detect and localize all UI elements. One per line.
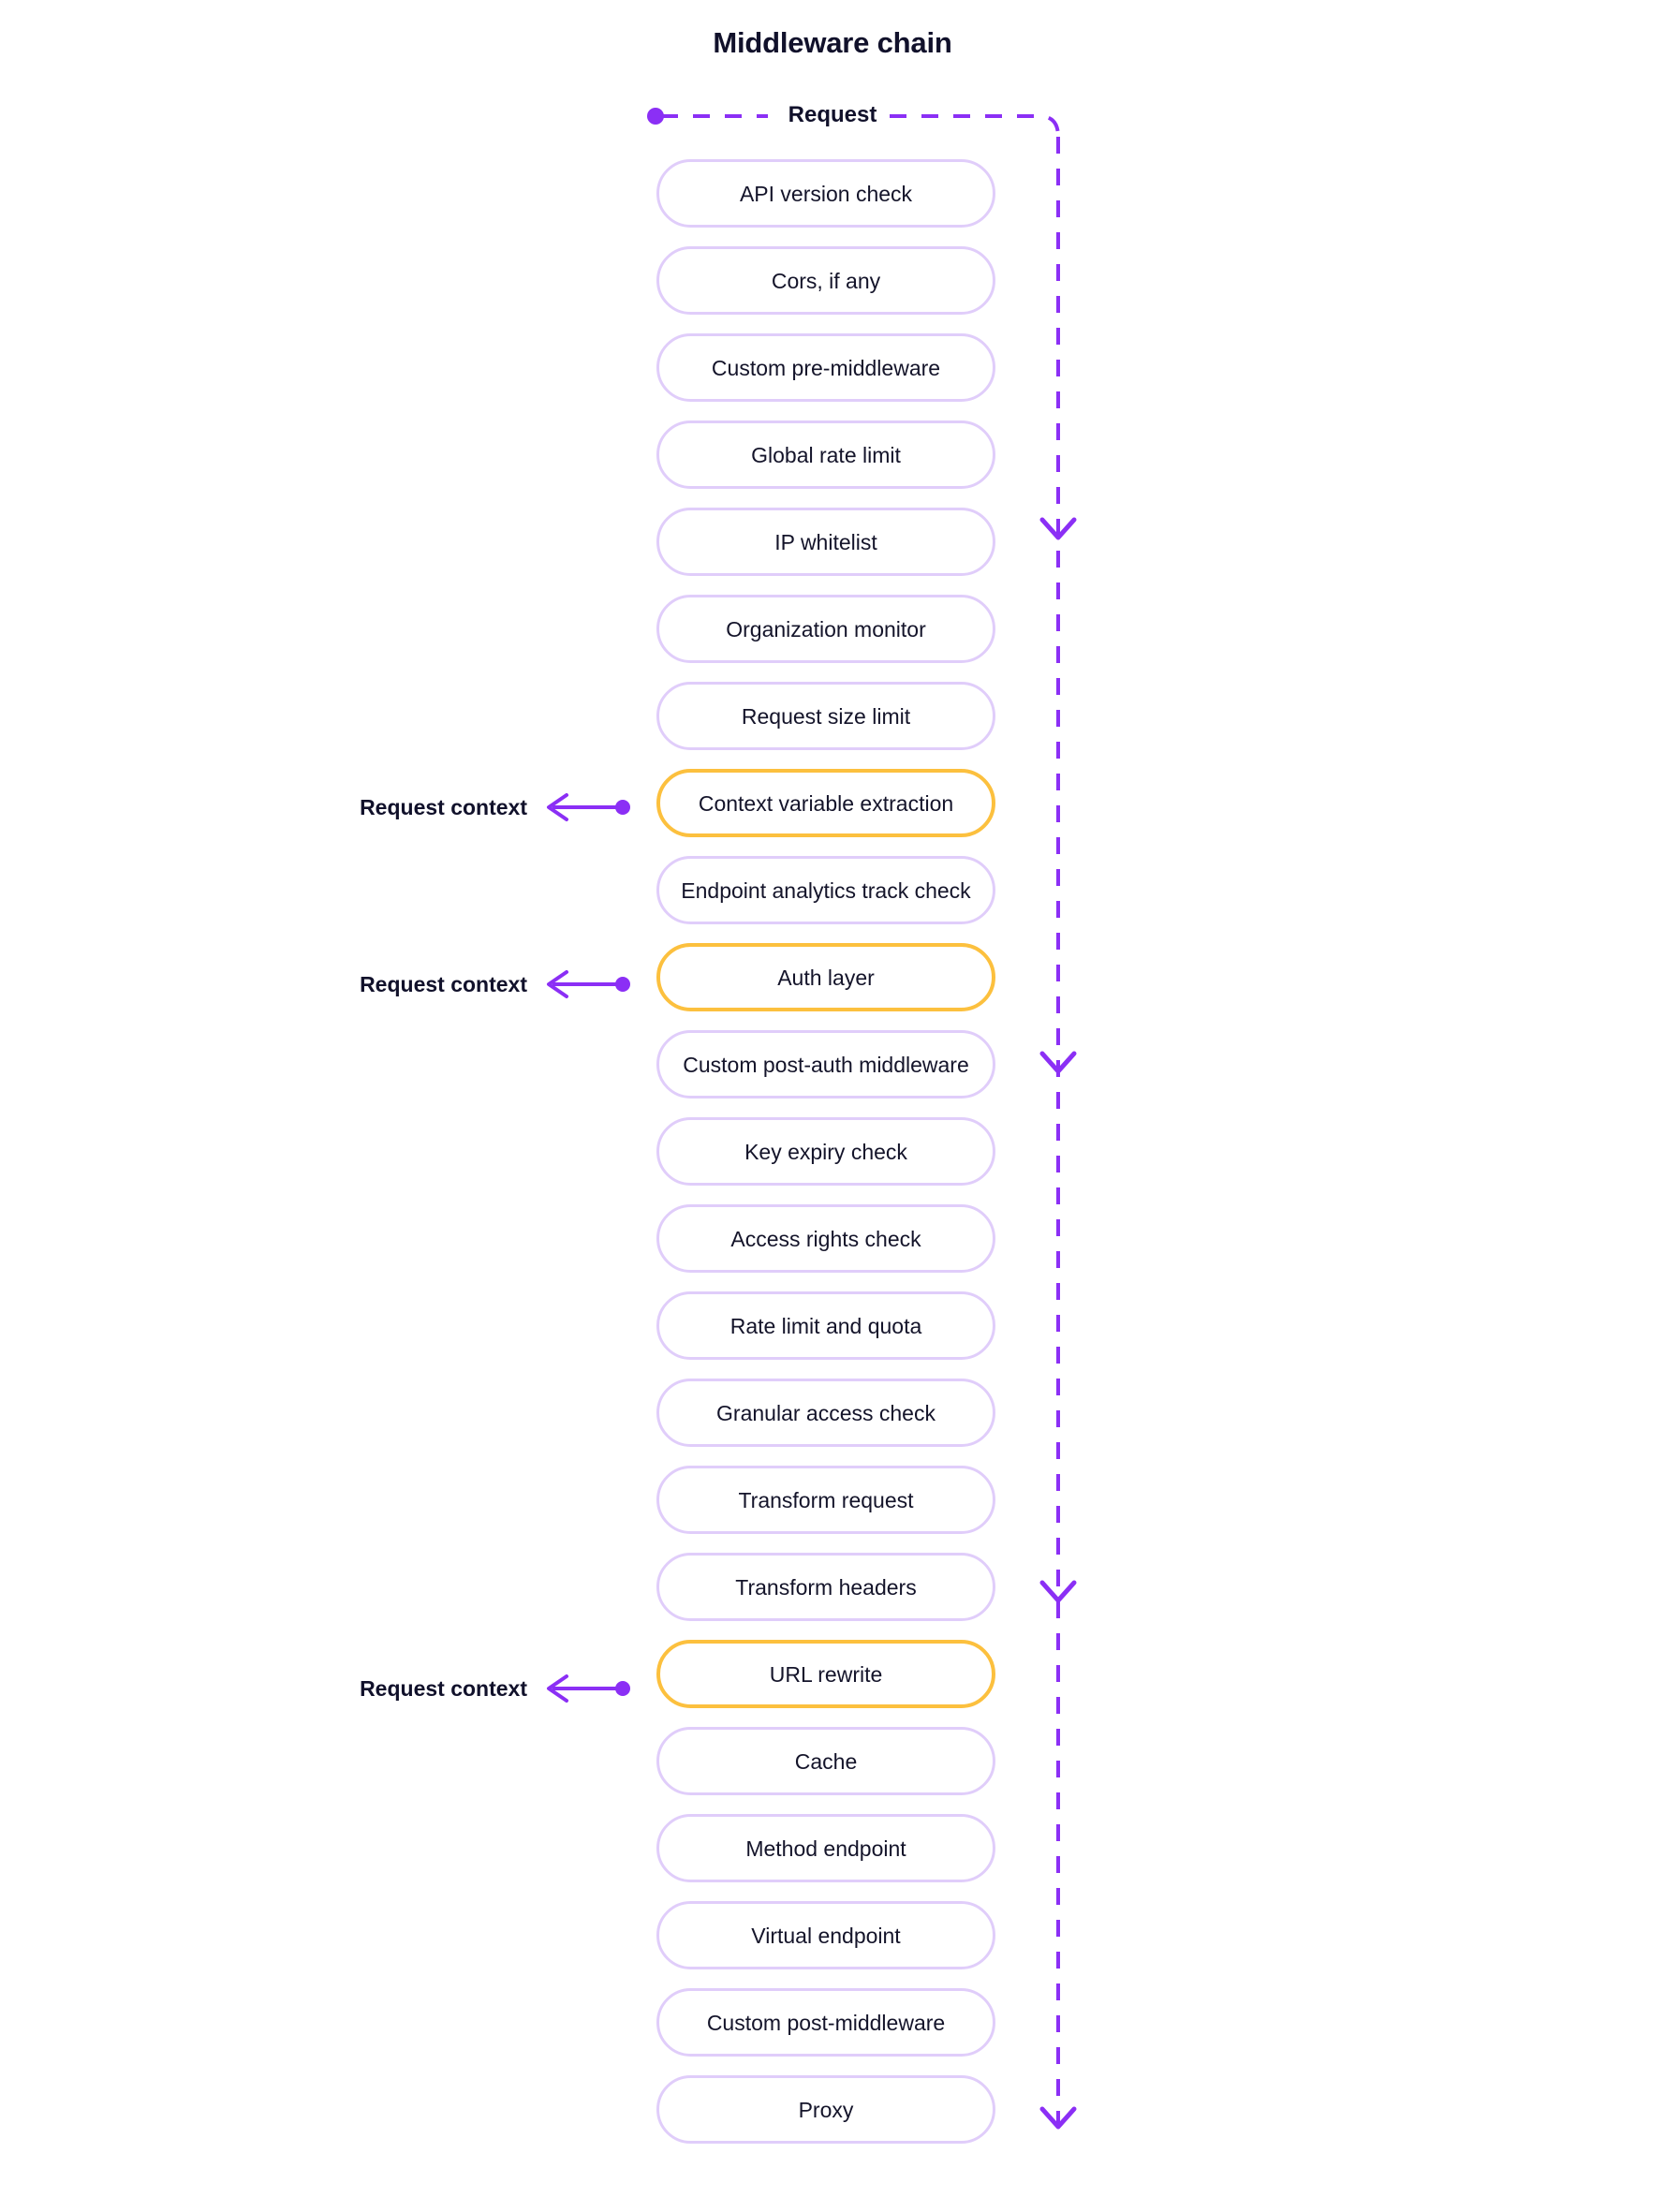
middleware-box-label: Proxy — [798, 2097, 854, 2122]
middleware-box[interactable]: Cache — [656, 1727, 995, 1795]
flow-arrowhead-1 — [1039, 517, 1077, 540]
request-entry-label: Request — [788, 102, 877, 127]
middleware-box[interactable]: Custom post-auth middleware — [656, 1030, 995, 1099]
middleware-box-label: Method endpoint — [745, 1836, 906, 1861]
middleware-box[interactable]: IP whitelist — [656, 508, 995, 576]
middleware-box-label: Auth layer — [777, 965, 875, 990]
middleware-box[interactable]: API version check — [656, 159, 995, 228]
middleware-box[interactable]: Rate limit and quota — [656, 1291, 995, 1360]
middleware-box-label: Granular access check — [716, 1400, 936, 1425]
middleware-box-label: API version check — [739, 181, 913, 206]
middleware-box-label: URL rewrite — [769, 1661, 883, 1687]
middleware-box[interactable]: Request size limit — [656, 682, 995, 750]
flow-arrowhead-3 — [1039, 1580, 1077, 1603]
middleware-box-label: Endpoint analytics track check — [681, 877, 971, 903]
middleware-box[interactable]: Global rate limit — [656, 420, 995, 489]
middleware-box-label: Access rights check — [730, 1226, 921, 1251]
middleware-box-label: Transform headers — [735, 1574, 917, 1600]
context-note-3: Request context — [359, 1674, 527, 1703]
context-connector-1 — [547, 793, 630, 821]
page-title: Middleware chain — [713, 26, 952, 59]
middleware-box[interactable]: Granular access check — [656, 1379, 995, 1447]
middleware-box-label: Organization monitor — [726, 616, 926, 641]
middleware-box[interactable]: Context variable extraction — [656, 769, 995, 837]
middleware-box-label: Key expiry check — [744, 1139, 907, 1164]
middleware-box[interactable]: Transform request — [656, 1466, 995, 1534]
middleware-box-label: Custom pre-middleware — [711, 355, 941, 380]
context-note-1: Request context — [359, 793, 527, 821]
middleware-box[interactable]: Transform headers — [656, 1553, 995, 1621]
middleware-box-label: Cache — [794, 1748, 858, 1774]
middleware-box-label: Virtual endpoint — [751, 1923, 901, 1948]
middleware-box[interactable]: Proxy — [656, 2075, 995, 2144]
context-connector-3 — [547, 1674, 630, 1703]
middleware-box[interactable]: Cors, if any — [656, 246, 995, 315]
middleware-box[interactable]: Endpoint analytics track check — [656, 856, 995, 924]
middleware-box[interactable]: URL rewrite — [656, 1640, 995, 1708]
context-note-label: Request context — [360, 795, 527, 819]
context-note-label: Request context — [360, 1676, 527, 1701]
middleware-box-label: IP whitelist — [774, 529, 877, 554]
flow-arrowhead-2 — [1039, 1051, 1077, 1074]
middleware-box-label: Cors, if any — [771, 268, 881, 293]
context-note-2: Request context — [359, 970, 527, 998]
middleware-box[interactable]: Auth layer — [656, 943, 995, 1011]
middleware-box[interactable]: Access rights check — [656, 1204, 995, 1273]
middleware-box-label: Transform request — [738, 1487, 914, 1512]
middleware-box[interactable]: Method endpoint — [656, 1814, 995, 1882]
middleware-box-label: Custom post-auth middleware — [683, 1052, 969, 1077]
middleware-box[interactable]: Virtual endpoint — [656, 1901, 995, 1969]
middleware-box[interactable]: Custom post-middleware — [656, 1988, 995, 2057]
middleware-box-label: Global rate limit — [751, 442, 901, 467]
context-connector-2 — [547, 970, 630, 998]
middleware-box[interactable]: Custom pre-middleware — [656, 333, 995, 402]
middleware-box-label: Custom post-middleware — [706, 2010, 946, 2035]
middleware-box[interactable]: Key expiry check — [656, 1117, 995, 1186]
middleware-box[interactable]: Organization monitor — [656, 595, 995, 663]
context-note-label: Request context — [360, 972, 527, 996]
middleware-box-label: Request size limit — [741, 703, 911, 729]
middleware-box-label: Rate limit and quota — [729, 1313, 922, 1338]
flow-arrowhead-4 — [1039, 2106, 1077, 2130]
middleware-box-label: Context variable extraction — [698, 790, 954, 816]
